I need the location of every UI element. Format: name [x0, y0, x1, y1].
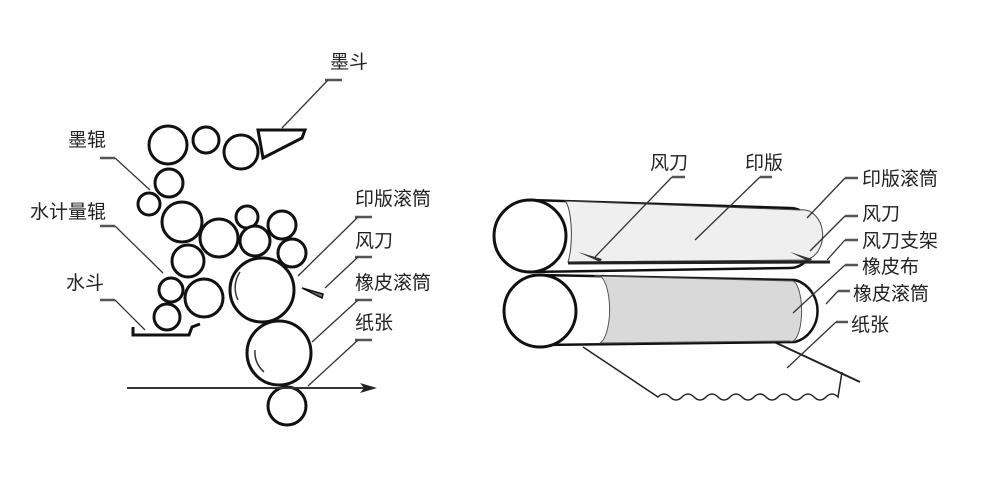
label-ink-roller: 墨辊 — [68, 129, 106, 151]
air-knife-right — [790, 252, 812, 262]
water-fountain — [131, 322, 201, 337]
cylinder-perspective-diagram: 风刀 印版 印版滚筒 风刀 风刀支架 橡皮布 橡皮滚筒 纸张 — [492, 152, 938, 401]
blanket — [593, 274, 803, 344]
ink-fountain — [256, 128, 308, 161]
label-plate-cylinder: 印版滚筒 — [355, 188, 431, 210]
label-air-knife-top: 风刀 — [650, 152, 688, 174]
plate-cylinder-end — [492, 198, 568, 274]
label-air-knife-bracket: 风刀支架 — [862, 230, 938, 252]
roller-train-diagram: 墨斗 墨辊 水计量辊 水斗 印版滚筒 风刀 橡皮滚筒 纸张 — [30, 51, 431, 427]
plate — [563, 200, 824, 263]
rollers — [136, 124, 308, 332]
paper-direction-arrow — [127, 383, 377, 393]
air-knife-bracket — [567, 260, 831, 265]
air-knife-left — [578, 252, 602, 262]
paper-sheet — [582, 346, 843, 401]
plate-cylinder — [228, 256, 296, 324]
label-paper-right: 纸张 — [851, 314, 889, 336]
blanket-cylinder — [245, 319, 313, 387]
label-water-fountain: 水斗 — [66, 272, 104, 294]
air-knife — [301, 287, 324, 300]
label-blanket-cylinder: 橡皮滚筒 — [355, 272, 431, 294]
label-water-metering-roller: 水计量辊 — [30, 201, 106, 223]
blanket-cylinder-end — [502, 273, 578, 349]
label-paper: 纸张 — [355, 312, 393, 334]
impression-cylinder — [266, 385, 308, 427]
label-plate-cylinder-right: 印版滚筒 — [862, 168, 938, 190]
label-air-knife-right: 风刀 — [862, 203, 900, 225]
label-air-knife: 风刀 — [355, 230, 393, 252]
label-plate: 印版 — [745, 152, 783, 174]
label-blanket-cylinder-right: 橡皮滚筒 — [853, 283, 929, 305]
label-blanket: 橡皮布 — [862, 256, 919, 278]
label-ink-fountain: 墨斗 — [330, 51, 368, 73]
